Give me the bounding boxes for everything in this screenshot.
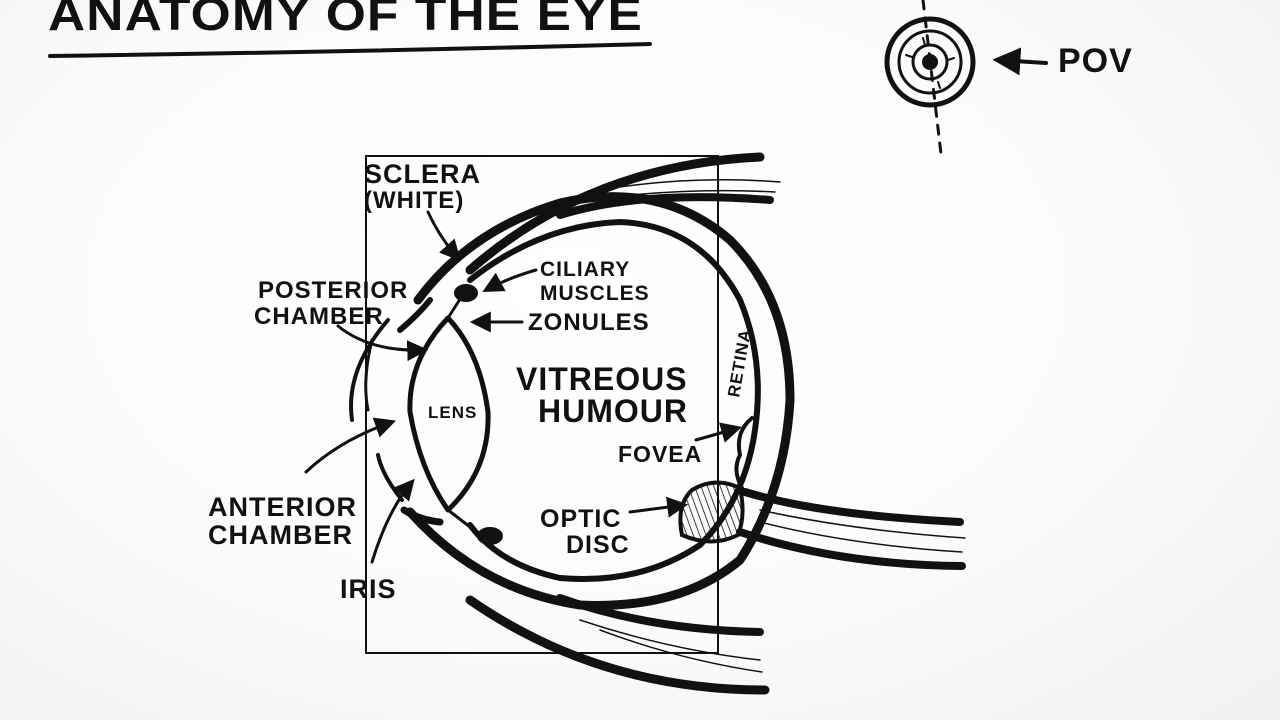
ciliary-body-lower: [477, 527, 503, 545]
iris-upper: [400, 300, 430, 330]
iris-lower: [404, 510, 440, 522]
label-anterior-chamber-line2: CHAMBER: [208, 520, 353, 550]
arrow-optic-disc: [630, 505, 684, 512]
title-underline: [50, 44, 650, 56]
label-sclera-line2: (WHITE): [364, 187, 464, 214]
label-sclera-line1: SCLERA: [364, 159, 481, 189]
page-title: ANATOMY OF THE EYE: [48, 0, 643, 40]
arrow-sclera: [428, 212, 458, 258]
label-optic-disc-line1: OPTIC: [540, 505, 621, 533]
lens-zonule-lower: [448, 510, 474, 530]
label-vitreous-humour-line2: HUMOUR: [538, 393, 688, 429]
label-ciliary-muscles-line1: CILIARY: [540, 258, 630, 281]
label-zonules: ZONULES: [528, 309, 650, 336]
label-posterior-chamber-line1: POSTERIOR: [258, 277, 408, 304]
pov-eye-icon: [887, 0, 973, 154]
label-posterior-chamber-line2: CHAMBER: [254, 303, 384, 330]
ciliary-body-upper: [454, 284, 478, 302]
label-iris: IRIS: [340, 574, 397, 604]
arrow-ciliary-muscles: [486, 270, 536, 290]
optic-disc-shape: [680, 482, 742, 541]
label-ciliary-muscles-line2: MUSCLES: [540, 282, 650, 305]
arrow-iris: [372, 482, 412, 562]
label-optic-disc-line2: DISC: [566, 531, 630, 559]
label-anterior-chamber-line1: ANTERIOR: [208, 492, 357, 522]
cornea-lower: [378, 455, 402, 500]
optic-nerve: [740, 492, 965, 566]
pov-label: POV: [1058, 42, 1133, 80]
label-lens: LENS: [428, 403, 477, 422]
label-retina: RETINA: [724, 327, 755, 399]
label-fovea: FOVEA: [618, 441, 702, 467]
label-vitreous-humour-line1: VITREOUS: [516, 361, 688, 397]
lens-zonule-upper: [448, 296, 462, 318]
pov-arrow: [998, 60, 1046, 63]
cornea: [351, 320, 388, 420]
